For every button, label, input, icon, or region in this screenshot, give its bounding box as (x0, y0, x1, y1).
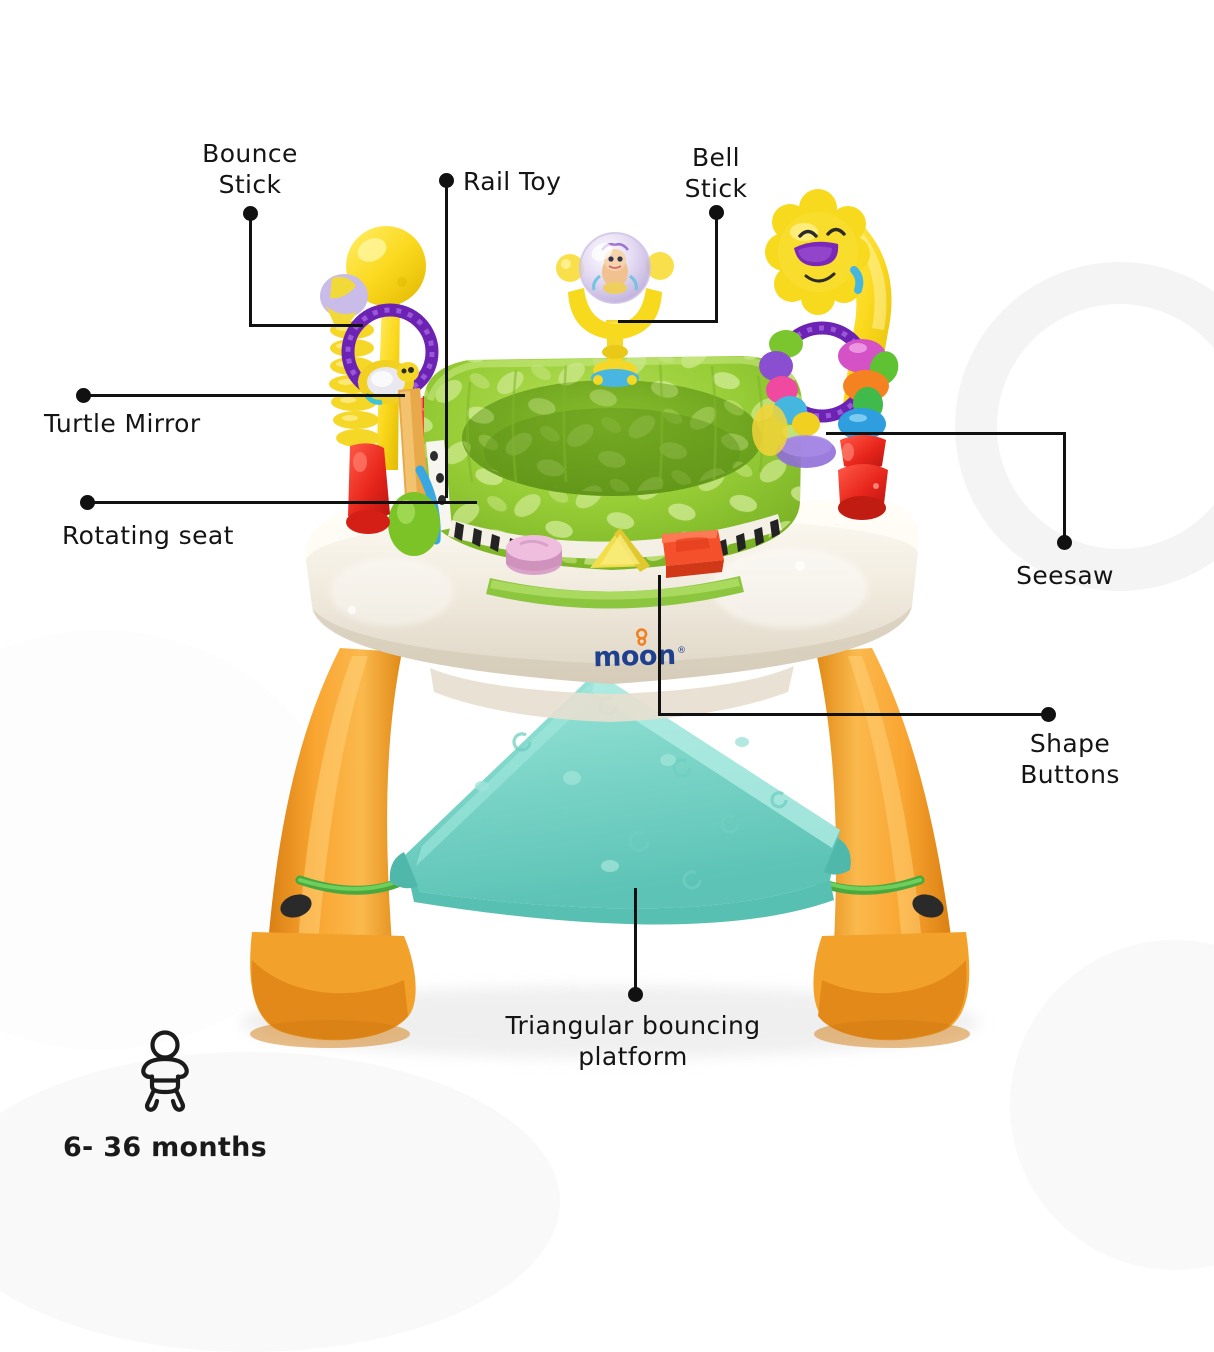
age-badge: 6- 36 months (55, 1028, 275, 1163)
callout-label-shape-buttons: Shape Buttons (1020, 729, 1120, 789)
brand-logo: moon ® (584, 627, 695, 673)
callout-line-bell-stick-v (715, 212, 718, 323)
callout-line-bounce-stick-h (249, 324, 363, 327)
callout-label-rail-toy: Rail Toy (463, 167, 562, 196)
callout-label-rotating-seat: Rotating seat (62, 521, 234, 550)
callout-dot-platform (628, 987, 643, 1002)
callout-label-bell-stick: Bell Stick (684, 143, 748, 203)
callout-label-platform: Triangular bouncing platform (505, 1011, 761, 1071)
callout-line-bell-stick-h (618, 320, 718, 323)
callout-line-seesaw-v (1063, 432, 1066, 538)
callout-line-bounce-stick-v (249, 213, 252, 327)
callout-dot-shape-buttons (1041, 707, 1056, 722)
callout-label-seesaw: Seesaw (1016, 561, 1114, 590)
callout-line-seesaw-h (826, 432, 1066, 435)
svg-text:®: ® (677, 646, 686, 656)
product-photo (240, 189, 980, 1058)
callout-line-rotating-seat-h (87, 501, 477, 504)
baby-icon (141, 1030, 189, 1112)
callout-dot-seesaw (1057, 535, 1072, 550)
svg-text:moon: moon (593, 640, 676, 671)
callout-line-shape-buttons-v (658, 575, 661, 716)
callout-line-platform-v (634, 888, 637, 988)
age-badge-text: 6- 36 months (62, 1132, 268, 1163)
callout-line-turtle-mirror-h (83, 394, 405, 397)
callout-label-turtle-mirror: Turtle Mirror (44, 409, 201, 438)
callout-line-shape-buttons-h (658, 713, 1048, 716)
callout-line-rail-toy-v (445, 180, 448, 498)
infographic-canvas: moon ® Bounce Stick Rail Toy Bell Stick … (44, 139, 1214, 1163)
callout-label-bounce-stick: Bounce Stick (202, 139, 298, 199)
